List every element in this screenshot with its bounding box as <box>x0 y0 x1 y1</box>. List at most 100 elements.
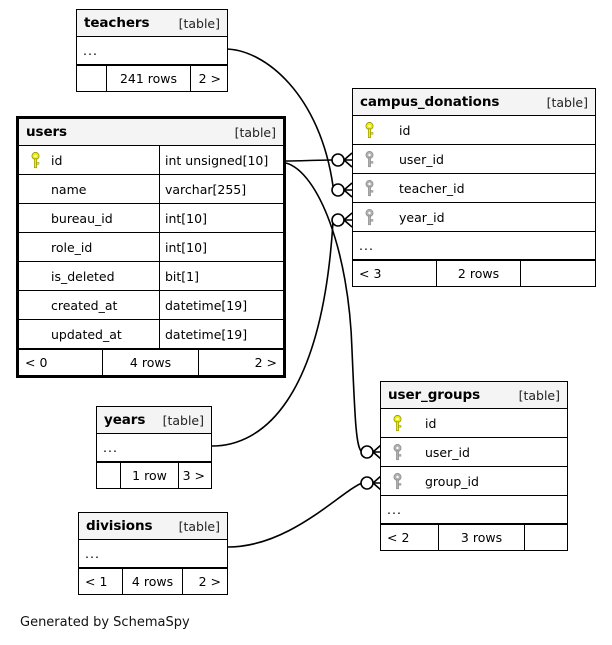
table-row[interactable]: bureau_id int[10] <box>19 204 283 233</box>
footer-next-count[interactable]: 3 > <box>182 468 205 483</box>
marker-zero-circle <box>360 476 374 490</box>
table-header: users [table] <box>19 119 283 146</box>
column-name: user_id <box>425 444 470 460</box>
column-cell: user_id <box>353 145 595 173</box>
footer-prev-count[interactable] <box>97 463 121 488</box>
foreign-key-icon <box>387 472 407 490</box>
foreign-key-icon <box>359 179 379 197</box>
table-row[interactable]: updated_at datetime[19] <box>19 320 283 349</box>
column-name: role_id <box>51 239 93 255</box>
column-cell: is_deleted <box>19 262 159 290</box>
column-name: id <box>51 152 63 168</box>
table-header: teachers [table] <box>77 10 227 37</box>
table-kind-label: [table] <box>518 387 560 403</box>
column-type: varchar[255] <box>159 175 283 203</box>
foreign-key-icon <box>359 150 379 168</box>
column-type: int unsigned[10] <box>159 146 283 174</box>
column-cell: updated_at <box>19 320 159 348</box>
table-row[interactable]: id int unsigned[10] <box>19 146 283 175</box>
table-divisions[interactable]: divisions [table] ... < 1 4 rows 2 > <box>78 512 228 595</box>
table-header: campus_donations [table] <box>353 89 595 116</box>
column-name: user_id <box>399 151 444 167</box>
columns-collapsed-indicator[interactable]: ... <box>353 232 595 260</box>
table-row[interactable]: id <box>353 116 595 145</box>
footer-prev-count[interactable]: < 0 <box>19 350 103 375</box>
table-footer: < 3 2 rows <box>353 260 595 286</box>
columns-collapsed-indicator[interactable]: ... <box>381 496 567 524</box>
table-footer: < 0 4 rows 2 > <box>19 349 283 375</box>
column-name: year_id <box>399 209 445 225</box>
footer-next-count[interactable]: 2 > <box>198 71 221 86</box>
column-name: id <box>425 415 437 431</box>
table-row[interactable]: is_deleted bit[1] <box>19 262 283 291</box>
column-cell: id <box>353 116 595 144</box>
table-header: user_groups [table] <box>381 382 567 409</box>
footer-prev-count[interactable]: < 3 <box>353 261 437 286</box>
primary-key-icon <box>25 151 45 169</box>
footer-next-count[interactable]: 2 > <box>254 355 277 370</box>
edge-divisions-to-user-groups-group-id <box>227 482 363 548</box>
table-row[interactable]: teacher_id <box>353 174 595 203</box>
table-kind-label: [table] <box>546 94 588 110</box>
table-row[interactable]: name varchar[255] <box>19 175 283 204</box>
table-kind-label: [table] <box>178 15 220 31</box>
table-row[interactable]: role_id int[10] <box>19 233 283 262</box>
column-name: name <box>51 181 87 197</box>
table-years[interactable]: years [table] ... 1 row 3 > <box>96 406 212 489</box>
table-kind-label: [table] <box>178 518 220 534</box>
column-type: bit[1] <box>159 262 283 290</box>
footer-prev-count[interactable]: < 2 <box>381 525 439 550</box>
table-title: divisions <box>86 518 153 534</box>
column-name: group_id <box>425 473 479 489</box>
table-title: years <box>104 412 146 428</box>
footer-next-count[interactable]: 2 > <box>198 574 221 589</box>
primary-key-icon <box>359 121 379 139</box>
table-footer: 241 rows 2 > <box>77 65 227 91</box>
footer-prev-count[interactable] <box>77 66 107 91</box>
table-teachers[interactable]: teachers [table] ... 241 rows 2 > <box>76 9 228 92</box>
table-title: teachers <box>84 15 150 31</box>
primary-key-icon <box>387 414 407 432</box>
footer-next-count[interactable] <box>525 525 567 550</box>
footer-prev-count[interactable]: < 1 <box>79 569 123 594</box>
columns-collapsed-indicator[interactable]: ... <box>79 540 227 568</box>
foreign-key-icon <box>359 208 379 226</box>
table-header: years [table] <box>97 407 211 434</box>
table-users[interactable]: users [table] id int unsigned[10] name v… <box>16 116 286 378</box>
columns-collapsed-indicator[interactable]: ... <box>97 434 211 462</box>
marker-crows-foot <box>343 212 353 228</box>
table-footer: < 1 4 rows 2 > <box>79 568 227 594</box>
column-type: int[10] <box>159 204 283 232</box>
column-cell: id <box>19 146 159 174</box>
column-cell: name <box>19 175 159 203</box>
footer-row-count: 3 rows <box>439 525 525 550</box>
table-row[interactable]: id <box>381 409 567 438</box>
footer-row-count: 4 rows <box>103 350 199 375</box>
column-name: bureau_id <box>51 210 113 226</box>
columns-collapsed-indicator[interactable]: ... <box>77 37 227 65</box>
table-row[interactable]: user_id <box>381 438 567 467</box>
footer-next-count[interactable] <box>521 261 595 286</box>
column-type: int[10] <box>159 233 283 261</box>
column-name: is_deleted <box>51 268 115 284</box>
table-footer: 1 row 3 > <box>97 462 211 488</box>
table-row[interactable]: group_id <box>381 467 567 496</box>
table-row[interactable]: created_at datetime[19] <box>19 291 283 320</box>
table-title: campus_donations <box>360 94 500 110</box>
table-campus-donations[interactable]: campus_donations [table] id user_id <box>352 88 596 287</box>
column-name: created_at <box>51 297 118 313</box>
column-cell: role_id <box>19 233 159 261</box>
column-name: teacher_id <box>399 180 465 196</box>
edge-users-to-campus-donations-user-id <box>285 159 333 162</box>
table-user-groups[interactable]: user_groups [table] id user_id <box>380 381 568 551</box>
marker-crows-foot <box>343 182 353 198</box>
table-row[interactable]: user_id <box>353 145 595 174</box>
column-cell: year_id <box>353 203 595 231</box>
footer-row-count: 2 rows <box>437 261 521 286</box>
foreign-key-icon <box>387 443 407 461</box>
table-footer: < 2 3 rows <box>381 524 567 550</box>
table-row[interactable]: year_id <box>353 203 595 232</box>
generator-credit: Generated by SchemaSpy <box>20 615 190 630</box>
table-header: divisions [table] <box>79 513 227 540</box>
